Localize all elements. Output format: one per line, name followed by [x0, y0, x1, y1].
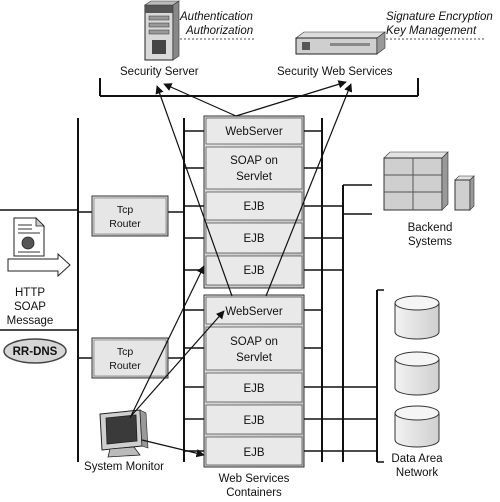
system-monitor-label: System Monitor: [84, 461, 164, 473]
database-cylinder-icon: [394, 405, 440, 448]
containers-caption-line1: Web Services: [219, 473, 290, 485]
security-bracket: [99, 78, 419, 97]
http-line3: Message: [7, 315, 54, 327]
tcp-router-top-line1: Tcp: [117, 204, 134, 216]
bottom-ejb-2-label: EJB: [243, 415, 264, 427]
document-icon: [13, 217, 45, 257]
bottom-webserver-label: WebServer: [225, 306, 282, 318]
database-cylinder-icon: [394, 351, 440, 396]
bottom-soap-label: SOAP on: [230, 336, 278, 348]
tcp-router-top: Tcp Router: [91, 195, 169, 237]
left-container-connectors: [184, 130, 204, 452]
monitor-icon: [99, 409, 149, 458]
top-ejb-2-label: EJB: [243, 233, 264, 245]
tcp-router-bottom-line2: Router: [109, 360, 141, 372]
http-line2: SOAP: [14, 301, 46, 313]
bottom-ejb-3-label: EJB: [243, 447, 264, 459]
top-ejb-3-label: EJB: [243, 265, 264, 277]
containers-caption-line2: Containers: [226, 487, 282, 499]
http-line1: HTTP: [15, 287, 45, 299]
backend-small-cabinet-icon: [454, 175, 475, 211]
security-server-note-2: Authorization: [185, 25, 253, 37]
security-ws-label: Security Web Services: [277, 66, 393, 78]
top-soap-label: SOAP on: [230, 155, 278, 167]
container-bottom: WebServer SOAP on Servlet EJB EJB EJB: [203, 294, 305, 468]
right-container-connectors: [304, 130, 377, 452]
security-ws-note-1: Signature Encryption: [386, 11, 493, 23]
connection-arrows: [129, 80, 353, 458]
server-tower-icon: [144, 0, 180, 61]
top-ejb-1-label: EJB: [243, 201, 264, 213]
data-area-line2: Network: [396, 467, 438, 479]
bottom-servlet-label: Servlet: [236, 352, 273, 364]
database-cylinder-icon: [394, 295, 440, 340]
container-top: WebServer SOAP on Servlet EJB EJB EJB: [203, 115, 305, 289]
backend-cabinet-icon: [383, 151, 449, 211]
top-servlet-label: Servlet: [236, 171, 273, 183]
bottom-ejb-1-label: EJB: [243, 383, 264, 395]
tcp-router-top-line2: Router: [109, 218, 141, 230]
rr-dns-badge: RR-DNS: [3, 338, 67, 364]
rack-server-icon: [295, 31, 386, 55]
hollow-arrow-icon: [7, 252, 71, 278]
security-ws-note-2: Key Management: [386, 25, 477, 37]
top-webserver-label: WebServer: [225, 126, 282, 138]
rr-dns-label: RR-DNS: [13, 346, 58, 358]
security-server-label: Security Server: [120, 66, 199, 78]
tcp-router-bottom: Tcp Router: [91, 337, 169, 379]
backend-line1: Backend: [408, 222, 453, 234]
backend-line2: Systems: [408, 236, 452, 248]
tcp-router-bottom-line1: Tcp: [117, 346, 134, 358]
security-server-note-1: Authentication: [179, 11, 253, 23]
data-area-line1: Data Area: [391, 453, 443, 465]
